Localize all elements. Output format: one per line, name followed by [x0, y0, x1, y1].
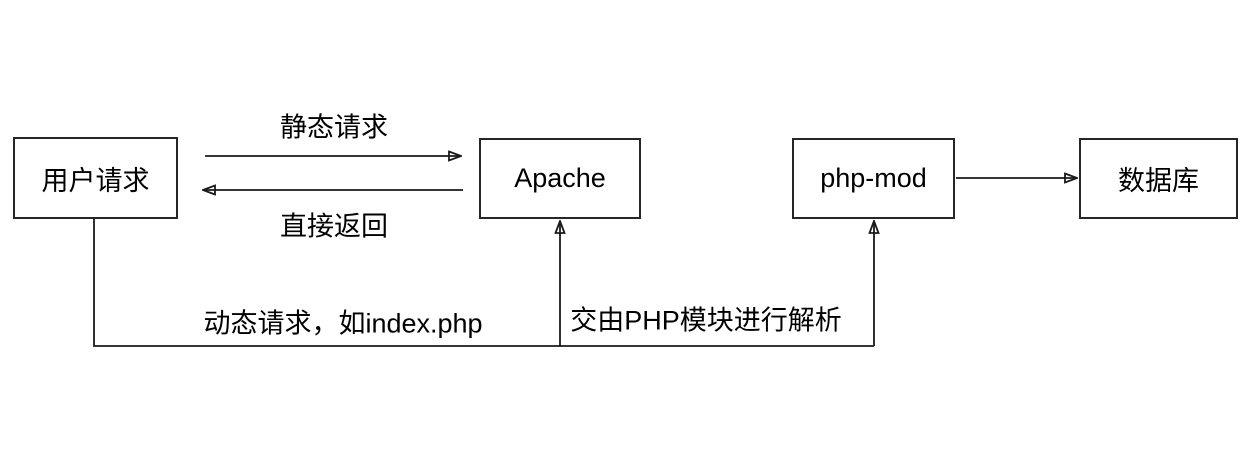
node-database: 数据库	[1079, 138, 1238, 219]
edge-label-static-request: 静态请求	[278, 105, 390, 145]
node-user-request-label: 用户请求	[41, 165, 150, 196]
node-apache-label: Apache	[514, 163, 606, 193]
line-dynamic-request-rail	[93, 219, 874, 347]
node-apache: Apache	[479, 138, 641, 219]
node-php-mod-label: php-mod	[820, 163, 927, 193]
node-user-request: 用户请求	[13, 137, 178, 219]
node-database-label: 数据库	[1118, 166, 1199, 196]
node-php-mod: php-mod	[792, 138, 955, 219]
edge-label-direct-return: 直接返回	[278, 204, 390, 244]
edge-label-php-parse: 交由PHP模块进行解析	[568, 298, 844, 338]
edge-label-dynamic-request: 动态请求，如index.php	[201, 301, 485, 341]
